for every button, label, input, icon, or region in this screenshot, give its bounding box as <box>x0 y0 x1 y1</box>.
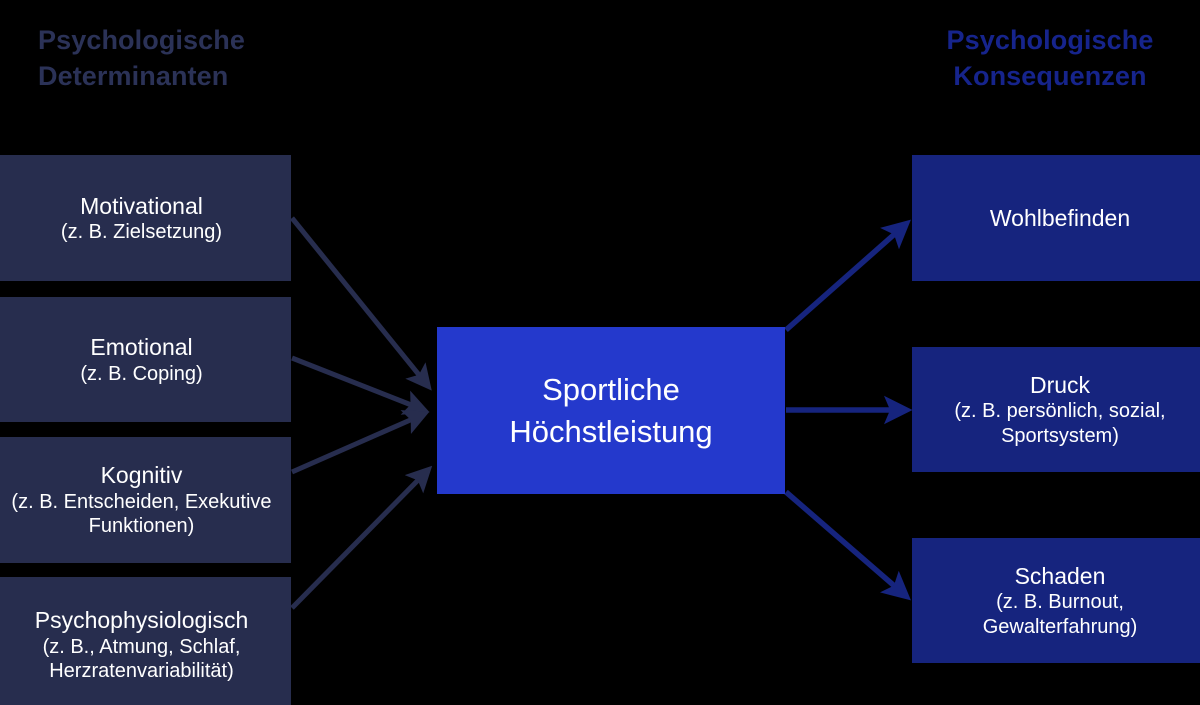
node-center-sportliche-hoechstleistung[interactable]: Sportliche Höchstleistung <box>437 327 785 494</box>
node-title: Wohlbefinden <box>989 204 1131 231</box>
node-title: Psychophysiologisch <box>34 607 249 634</box>
arrow-center-to-wohlbefinden <box>784 219 911 333</box>
node-title: Kognitiv <box>100 462 183 489</box>
heading-determinants: Psychologische Determinanten <box>38 25 245 92</box>
node-determinant-emotional[interactable]: Emotional (z. B. Coping) <box>0 297 291 422</box>
arrow-kognitiv-to-center <box>290 410 430 475</box>
arrow-center-to-schaden <box>784 489 911 601</box>
node-subtitle: (z. B. persönlich, sozial, Sportsystem) <box>954 400 1166 447</box>
node-title: Emotional <box>90 334 193 361</box>
node-title: Druck <box>1029 371 1091 398</box>
node-title: Motivational <box>80 192 203 219</box>
node-determinant-psychophysiologisch[interactable]: Psychophysiologisch (z. B., Atmung, Schl… <box>0 577 291 705</box>
arrow-motivational-to-center <box>290 216 432 391</box>
node-consequence-druck[interactable]: Druck (z. B. persönlich, sozial, Sportsy… <box>912 347 1200 472</box>
node-determinant-kognitiv[interactable]: Kognitiv (z. B. Entscheiden, Exekutive F… <box>0 437 291 563</box>
arrow-psychophysiologisch-to-center <box>290 465 433 610</box>
node-consequence-schaden[interactable]: Schaden (z. B. Burnout, Gewalterfahrung) <box>912 538 1200 663</box>
node-subtitle: (z. B. Burnout, Gewalterfahrung) <box>982 591 1138 638</box>
node-determinant-motivational[interactable]: Motivational (z. B. Zielsetzung) <box>0 155 291 281</box>
node-title: Sportliche Höchstleistung <box>509 371 713 449</box>
node-subtitle: (z. B., Atmung, Schlaf, Herzratenvariabi… <box>42 635 241 683</box>
node-subtitle: (z. B. Entscheiden, Exekutive Funktionen… <box>11 490 272 538</box>
node-subtitle: (z. B. Coping) <box>80 362 203 385</box>
arrow-emotional-to-center <box>291 355 430 415</box>
node-title: Schaden <box>1014 562 1106 589</box>
node-consequence-wohlbefinden[interactable]: Wohlbefinden <box>912 155 1200 281</box>
heading-consequences: Psychologische Konsequenzen <box>946 25 1154 92</box>
node-subtitle: (z. B. Zielsetzung) <box>60 221 223 244</box>
